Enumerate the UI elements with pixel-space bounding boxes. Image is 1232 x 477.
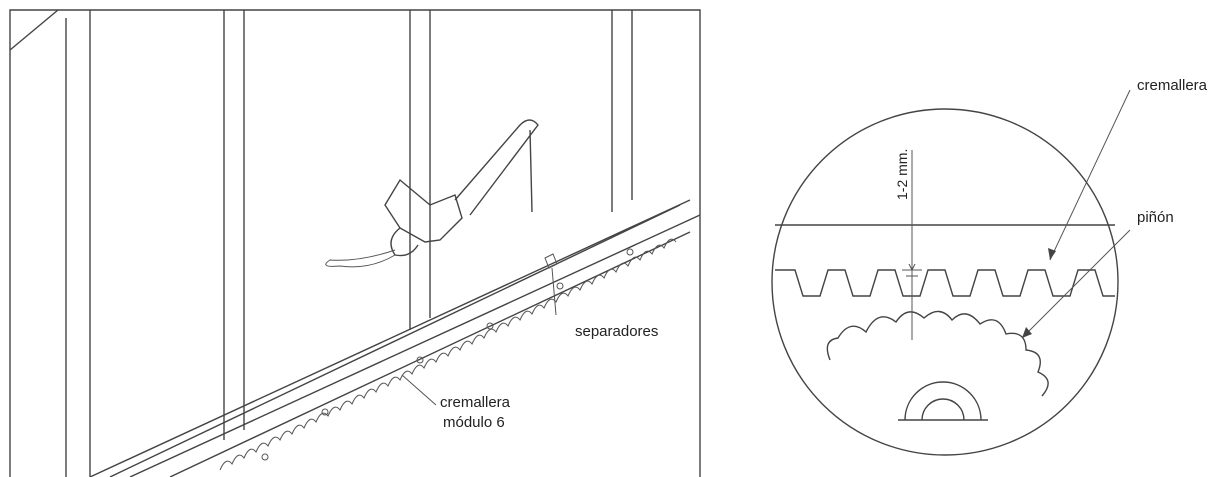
cremallera-arrowhead bbox=[1048, 248, 1056, 260]
label-cremallera-left-line2: módulo 6 bbox=[443, 414, 505, 431]
gate-illustration bbox=[9, 9, 701, 477]
rack-label-pointer bbox=[401, 374, 437, 406]
pinon-pointer bbox=[1021, 229, 1131, 339]
cremallera-pointer bbox=[1049, 89, 1131, 261]
spacer-detail bbox=[544, 253, 558, 316]
label-gap-measurement: 1-2 mm. bbox=[894, 148, 910, 200]
label-pinon: piñón bbox=[1137, 209, 1174, 226]
label-separadores: separadores bbox=[575, 323, 659, 340]
detail-circle bbox=[771, 108, 1119, 456]
label-cremallera-left-line1: cremallera bbox=[440, 394, 511, 411]
gear-rack-module-6 bbox=[109, 204, 691, 477]
welding-hand bbox=[325, 119, 539, 268]
label-cremallera-right: cremallera bbox=[1137, 77, 1208, 94]
pinon-arrowhead bbox=[1022, 327, 1032, 338]
